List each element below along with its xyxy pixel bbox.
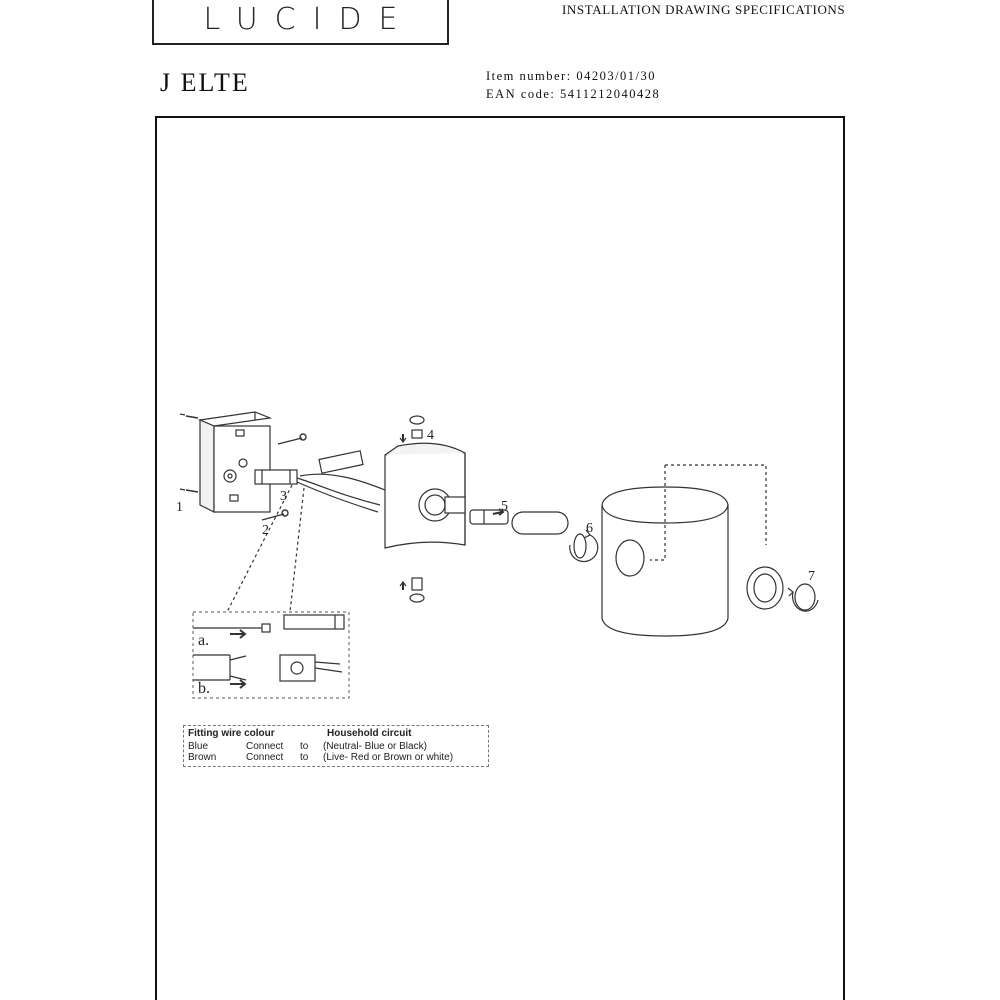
wire-to-brown: to (300, 752, 309, 763)
table-header-left: Fitting wire colour (188, 728, 275, 739)
cap-screws (399, 415, 425, 603)
wire-to-blue: to (300, 741, 309, 752)
logo-text: LUCIDE (203, 2, 415, 37)
callout-7: 7 (808, 569, 815, 584)
wire-action-brown: Connect (246, 752, 284, 763)
detail-label-a: a. (198, 632, 209, 649)
wire-colour-brown: Brown (188, 752, 217, 763)
wire-action-blue: Connect (246, 741, 284, 752)
wire-colour-table: Fitting wire colour Household circuit Bl… (183, 725, 489, 767)
detail-label-b: b. (198, 680, 210, 697)
callout-3: 3 (280, 489, 287, 504)
callout-4: 4 (427, 428, 434, 443)
wire-circuit-brown: (Live- Red or Brown or white) (323, 752, 454, 763)
drawing-frame (155, 116, 845, 1000)
terminal-block (254, 450, 386, 513)
lamp-base (384, 442, 466, 549)
direction-arrows (230, 508, 505, 689)
ean-code: EAN code: 5411212040428 (486, 87, 661, 101)
detail-leader-b (289, 487, 305, 613)
brand-logo: LUCIDE (152, 0, 449, 45)
item-number: Item number: 04203/01/30 (486, 69, 657, 83)
wire-colour-blue: Blue (188, 741, 209, 752)
callout-5: 5 (501, 499, 508, 514)
document-title: INSTALLATION DRAWING SPECIFICATIONS (562, 2, 846, 17)
lamp-shade (601, 464, 767, 637)
glass-ring (746, 566, 819, 612)
product-name: J ELTE (160, 68, 250, 97)
mounting-box (197, 411, 273, 513)
wire-circuit-blue: (Neutral- Blue or Black) (323, 741, 427, 752)
callout-2: 2 (262, 523, 269, 538)
lamp-holder (469, 509, 599, 563)
wiring-detail-box (192, 611, 350, 699)
callout-6: 6 (586, 521, 593, 536)
table-header-right: Household circuit (327, 728, 412, 739)
screw-set (179, 413, 307, 521)
callout-1: 1 (176, 500, 183, 515)
